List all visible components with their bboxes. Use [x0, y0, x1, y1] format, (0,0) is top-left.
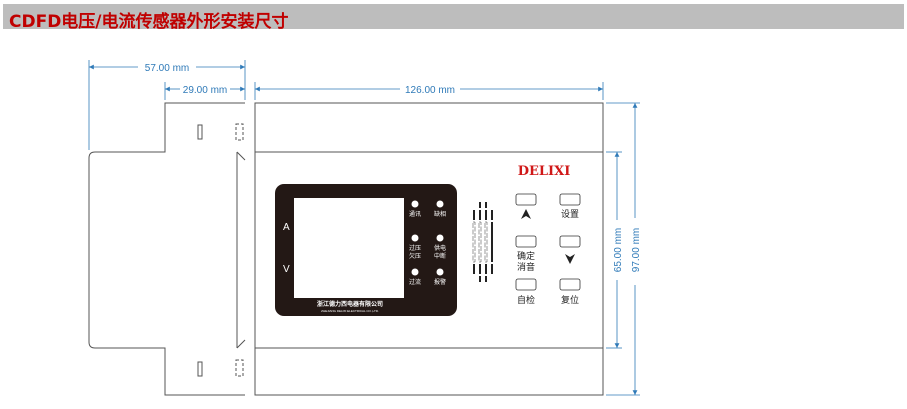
dim-65: 65.00 mm: [613, 228, 624, 272]
mute-label: 消音: [517, 261, 535, 273]
label-a: A: [283, 222, 290, 233]
up-button[interactable]: [515, 193, 537, 206]
led-label: 缺相: [434, 210, 446, 218]
page-title: CDFD电压/电流传感器外形安装尺寸: [9, 12, 289, 32]
dim-57: 57.00 mm: [145, 63, 189, 74]
confirm-label: 确定: [517, 250, 535, 262]
led-label: 供电: [434, 244, 446, 252]
reset-button[interactable]: [559, 278, 581, 291]
brand-logo: DELIXI: [518, 164, 571, 179]
down-button[interactable]: [559, 235, 581, 248]
front-view: [254, 102, 604, 396]
settings-label: 设置: [561, 209, 579, 220]
arrow-up-icon: [521, 209, 531, 219]
led-label: 过流: [409, 278, 421, 286]
led-label: 报警: [434, 278, 446, 286]
dim-97: 97.00 mm: [631, 228, 642, 272]
led-icon: [436, 268, 444, 276]
led-label: 过压: [409, 244, 421, 252]
led-icon: [411, 234, 419, 242]
led-icon: [411, 200, 419, 208]
self-test-label: 自检: [517, 294, 535, 306]
reset-label: 复位: [561, 294, 579, 306]
led-label: 欠压: [409, 252, 421, 260]
self-test-button[interactable]: [515, 278, 537, 291]
title-bar: CDFD电压/电流传感器外形安装尺寸: [3, 4, 904, 32]
vent-grille: [472, 202, 493, 282]
led-icon: [436, 200, 444, 208]
led-icon: [436, 234, 444, 242]
label-v: V: [283, 264, 290, 275]
led-label: 通讯: [409, 210, 421, 218]
company-name-en: ZHEJIANG DELIXI ELECTRICAL CO.,LTD.: [321, 309, 379, 313]
company-name: 浙江德力西电器有限公司: [317, 300, 383, 308]
led-icon: [411, 268, 419, 276]
dim-126: 126.00 mm: [405, 85, 455, 96]
dim-29: 29.00 mm: [183, 85, 227, 96]
display-panel: A V 通讯 缺相 过压 欠压 供电 中断 过流 报警 浙江德力西电器有限公司 …: [275, 184, 457, 316]
settings-button[interactable]: [559, 193, 581, 206]
led-label: 中断: [434, 252, 446, 260]
arrow-down-icon: [565, 254, 575, 264]
side-view: [88, 102, 246, 396]
confirm-mute-button[interactable]: [515, 235, 537, 248]
